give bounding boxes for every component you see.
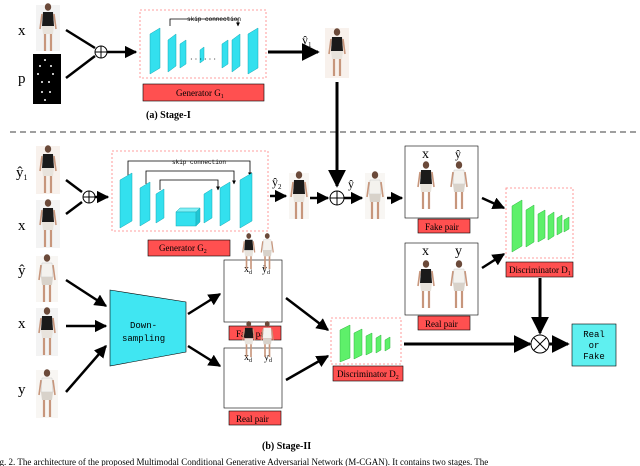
generator2-frame <box>111 150 269 232</box>
real-pair-bottom-box <box>223 347 283 409</box>
lower-input-x-photo <box>36 306 58 357</box>
stage1-input-x-photo <box>36 2 60 53</box>
stage2-input-y1hat-label: ŷ1 <box>16 165 28 182</box>
stage2-yhat-photo <box>365 170 385 221</box>
fakepair-to-d1-arrow <box>481 196 506 210</box>
generator2-skip-inner <box>159 179 220 191</box>
down-to-realpair-arrow <box>187 344 222 368</box>
fake-pair-top-right: ŷ <box>455 147 461 161</box>
down-to-fakepair-arrow <box>187 292 222 316</box>
stage1-output-photo <box>325 27 349 78</box>
lower-input-x-label: x <box>18 316 26 332</box>
generator2-label-box <box>147 239 231 257</box>
lower-yhat-arrow <box>65 278 108 308</box>
generator2-skip-label: skip connection <box>172 159 226 166</box>
realpair-to-d1-arrow <box>481 252 506 270</box>
stage2-yhat-label: ŷ <box>348 177 354 191</box>
generator2-encoder-decoder <box>119 172 253 229</box>
generator1-skip-label: skip connection <box>187 16 241 23</box>
fake-pair-top-label: Fake pair <box>425 222 459 232</box>
stage1-concat-icon <box>94 45 108 59</box>
real-pair-bottom-label: Real pair <box>236 414 269 424</box>
discriminator2-label: Discriminator D2 <box>337 369 399 381</box>
fakepair-to-d2-arrow <box>285 297 329 331</box>
real-pair-top-label: Real pair <box>425 319 458 329</box>
stage2-input-x-photo <box>36 198 60 249</box>
discriminator1-frame <box>505 187 574 259</box>
result-line-2: or <box>589 341 600 351</box>
real-pair-top-right: y <box>455 244 462 259</box>
stage1-output-label: ŷ1 <box>302 33 312 49</box>
stage2-input-x-label: x <box>18 218 26 234</box>
realpair-to-d2-arrow <box>285 354 330 382</box>
stage1-caption: (a) Stage-I <box>146 110 191 121</box>
discriminator1-label: Discriminator D1 <box>509 265 571 277</box>
discriminator2-label-box <box>332 365 404 382</box>
discriminator2-frame <box>330 317 402 365</box>
combine-icon <box>530 334 550 354</box>
discriminator2-layers <box>339 324 391 363</box>
real-pair-top-box <box>404 242 479 316</box>
generator2-label: Generator G2 <box>159 243 207 255</box>
generator2-skip-outer <box>127 160 252 177</box>
stage-1: x p skip connection <box>18 2 349 121</box>
stage2-x-arrow <box>65 201 83 215</box>
generator1-label: Generator G1 <box>176 88 224 100</box>
downsampling-label-1: Down- <box>130 321 157 331</box>
stage2-input-y1hat-photo <box>36 144 60 195</box>
stage-2: ŷ1 x skip connection <box>16 144 617 452</box>
lower-y-arrow <box>65 345 107 393</box>
real-pair-bottom-tag <box>228 410 282 426</box>
fake-pair-top-tag <box>417 218 471 234</box>
stage2-add-icon <box>329 190 345 206</box>
stage1-p-arrow <box>65 55 96 79</box>
stage2-y1hat-arrow <box>65 179 83 193</box>
fake-pair-bottom-left: xd <box>244 264 252 276</box>
stage1-x-arrow <box>65 28 96 50</box>
fake-pair-bottom-box <box>223 259 283 323</box>
stage1-input-x-label: x <box>18 23 26 39</box>
stage2-y2hat-label: ŷ2 <box>272 175 282 191</box>
lower-input-yhat-label: ŷ <box>18 263 26 279</box>
lower-input-y-photo <box>36 368 58 419</box>
stage2-caption: (b) Stage-II <box>262 441 311 452</box>
discriminator1-label-box <box>505 261 574 278</box>
downsampling-label-2: sampling <box>122 334 165 344</box>
fake-pair-top-left: x <box>422 147 429 162</box>
discriminator1-layers <box>511 199 570 253</box>
generator1-encoder-decoder <box>149 27 259 75</box>
real-pair-bottom-right: yd <box>264 352 272 364</box>
lower-input-y-label: y <box>18 382 26 398</box>
generator1-dots: · · · · · · <box>190 55 216 64</box>
generator1-label-box <box>142 83 265 102</box>
real-pair-top-tag <box>417 315 471 331</box>
real-pair-bottom-left: xd <box>244 352 252 364</box>
lower-input-yhat-photo <box>36 253 58 304</box>
generator1-frame <box>139 9 267 79</box>
figure-caption-partial: Fig. 2. The architecture of the proposed… <box>0 457 488 466</box>
real-or-fake-box <box>571 323 617 367</box>
stage2-concat-icon <box>82 190 96 204</box>
real-pair-top-left: x <box>422 244 429 259</box>
generator2-skip-mid <box>145 170 236 185</box>
pose-keypoints-image <box>33 54 61 104</box>
generator1-skip-arrow <box>169 18 240 27</box>
result-line-1: Real <box>583 330 605 340</box>
stage1-input-p-label: p <box>18 71 26 87</box>
result-line-3: Fake <box>583 352 605 362</box>
stage2-y2hat-photo <box>289 170 309 221</box>
fake-pair-bottom-right: ŷd <box>262 264 270 276</box>
downsampling-block <box>109 289 187 367</box>
